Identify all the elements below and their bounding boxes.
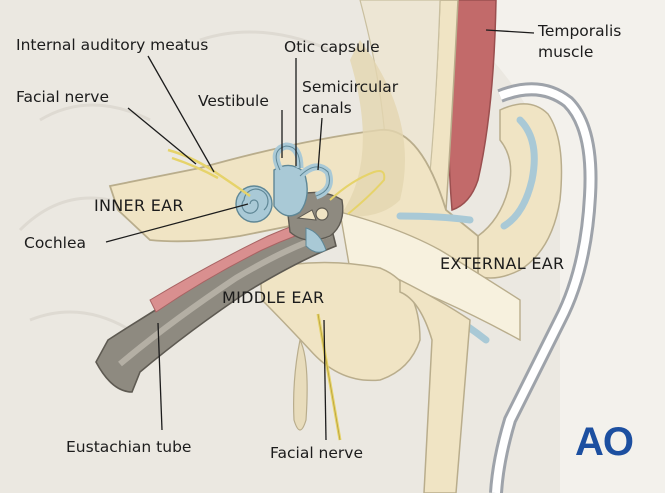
label-cochlea: Cochlea: [24, 234, 86, 252]
eustachian-tube-lumen: [118, 231, 331, 367]
label-internal-auditory-meatus: Internal auditory meatus: [16, 36, 209, 54]
facial-nerve-descending-outline: [317, 313, 341, 441]
vestibule-shape: [273, 164, 308, 217]
label-inner-ear: INNER EAR: [94, 196, 184, 215]
label-temporalis-line2: muscle: [538, 43, 594, 61]
auricle-cartilage: [477, 103, 563, 279]
semicircular-canal-1-outline: [275, 145, 301, 171]
ao-logo: AO: [575, 420, 634, 464]
auricle-blue-detail: [500, 116, 538, 230]
leader-lines: [105, 29, 535, 441]
label-otic-capsule: Otic capsule: [284, 38, 380, 56]
label-middle-ear: MIDDLE EAR: [222, 288, 325, 307]
ossicle-malleus: [315, 207, 329, 221]
facial-nerve-canal: [329, 170, 386, 215]
label-facial-nerve-bottom: Facial nerve: [270, 444, 363, 462]
label-vestibule: Vestibule: [198, 92, 269, 110]
label-facial-nerve-top: Facial nerve: [16, 88, 109, 106]
styloid-process: [293, 338, 308, 431]
lower-canal-wall: [399, 278, 471, 493]
bone-shading: [340, 40, 405, 217]
auricle-inner-rim: [492, 85, 595, 493]
semicircular-canal-2-outline: [299, 166, 330, 197]
round-window: [305, 227, 327, 253]
label-semicircular-canals-line2: canals: [302, 99, 352, 117]
facial-nerve-top-fibres: [167, 148, 251, 198]
ossicle-incus: [296, 209, 317, 221]
mastoid-bone: [259, 261, 421, 382]
skull-background-lines: [18, 30, 331, 332]
label-temporalis-line1: Temporalis: [538, 22, 622, 40]
label-semicircular-canals-line1: Semicircular: [302, 78, 399, 96]
label-external-ear: EXTERNAL EAR: [440, 254, 565, 273]
label-eustachian-tube: Eustachian tube: [66, 438, 192, 456]
